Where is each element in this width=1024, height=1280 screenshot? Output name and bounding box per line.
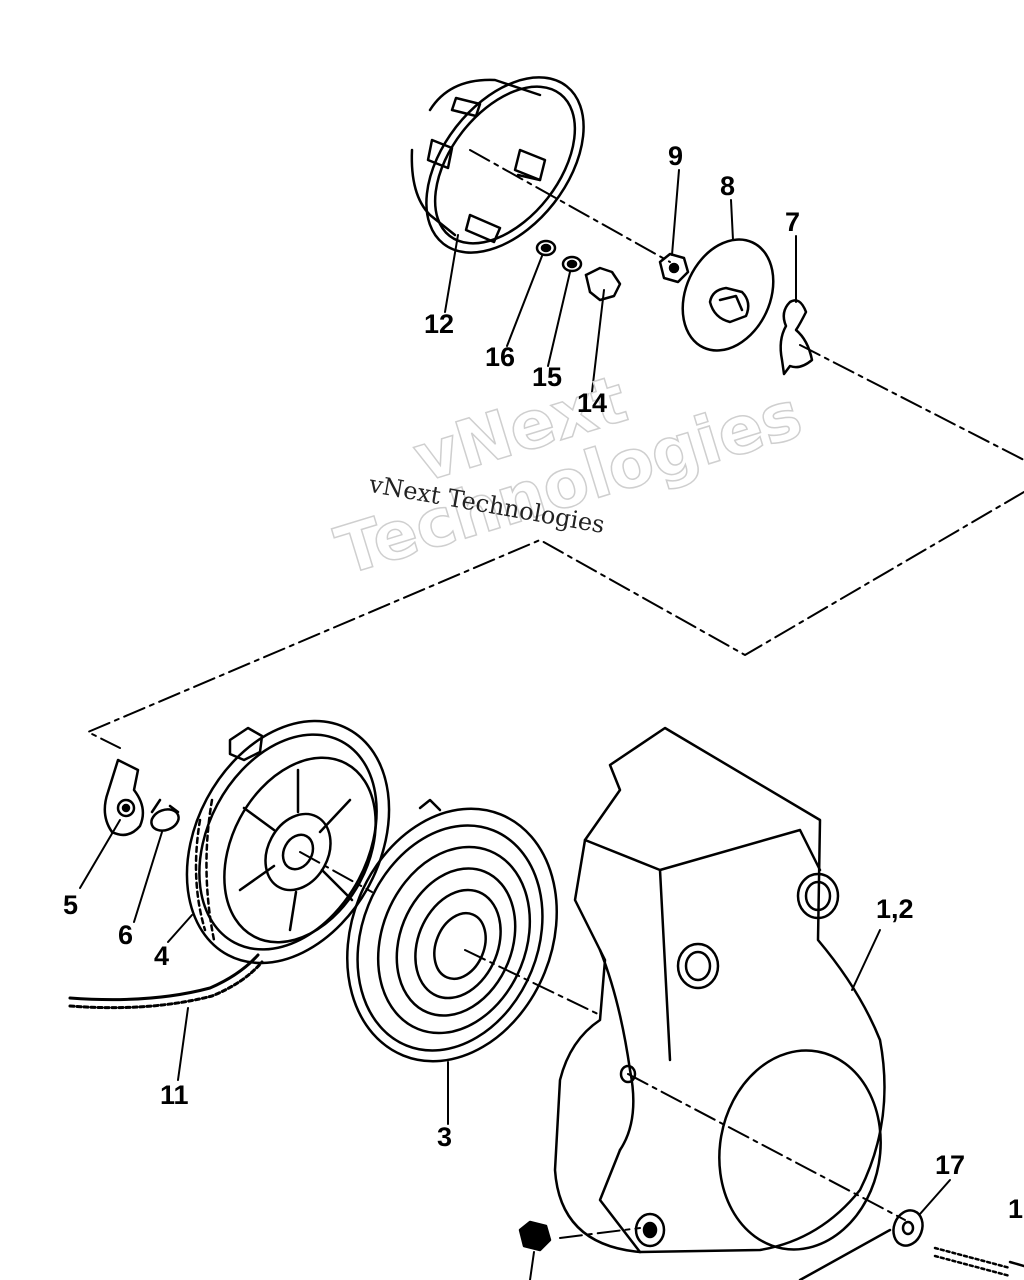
part-12-ratchet-cup [410, 76, 585, 254]
part-6-pawl-spring [150, 798, 180, 832]
callout-5: 5 [63, 890, 79, 920]
callout-8: 8 [720, 171, 736, 201]
callout-11: 11 [160, 1080, 189, 1110]
leader-lines [79, 169, 951, 1280]
part-15-lock-washer [561, 255, 583, 273]
housing-bolt [933, 1246, 1024, 1278]
part-4-starter-reel [185, 719, 391, 965]
callout-1: 1 [1008, 1194, 1024, 1224]
part-11-starter-rope [68, 953, 264, 1010]
part-8-ratchet-plate [681, 238, 775, 352]
part-17-washer [798, 1209, 924, 1280]
callout-16: 16 [485, 342, 516, 372]
part-3-recoil-spring [346, 798, 558, 1063]
callout-4: 4 [154, 941, 170, 971]
housing-mount-nut [518, 1220, 552, 1252]
part-9-nut [658, 252, 690, 284]
part-7-spring-clip [779, 299, 814, 376]
callout-3: 3 [437, 1122, 453, 1152]
callout-1-2: 1,2 [876, 894, 914, 924]
callout-7: 7 [785, 207, 801, 237]
callout-17: 17 [935, 1150, 966, 1180]
callout-15: 15 [532, 362, 563, 392]
assembly-centerlines [87, 149, 1024, 1239]
part-5-pawl [103, 758, 145, 837]
callout-9: 9 [668, 141, 684, 171]
part-1-2-starter-housing [553, 726, 886, 1254]
callout-12: 12 [424, 309, 455, 339]
callout-14: 14 [577, 388, 608, 418]
part-14-bolt [584, 266, 622, 302]
part-16-washer [535, 239, 557, 257]
callout-6: 6 [118, 920, 134, 950]
